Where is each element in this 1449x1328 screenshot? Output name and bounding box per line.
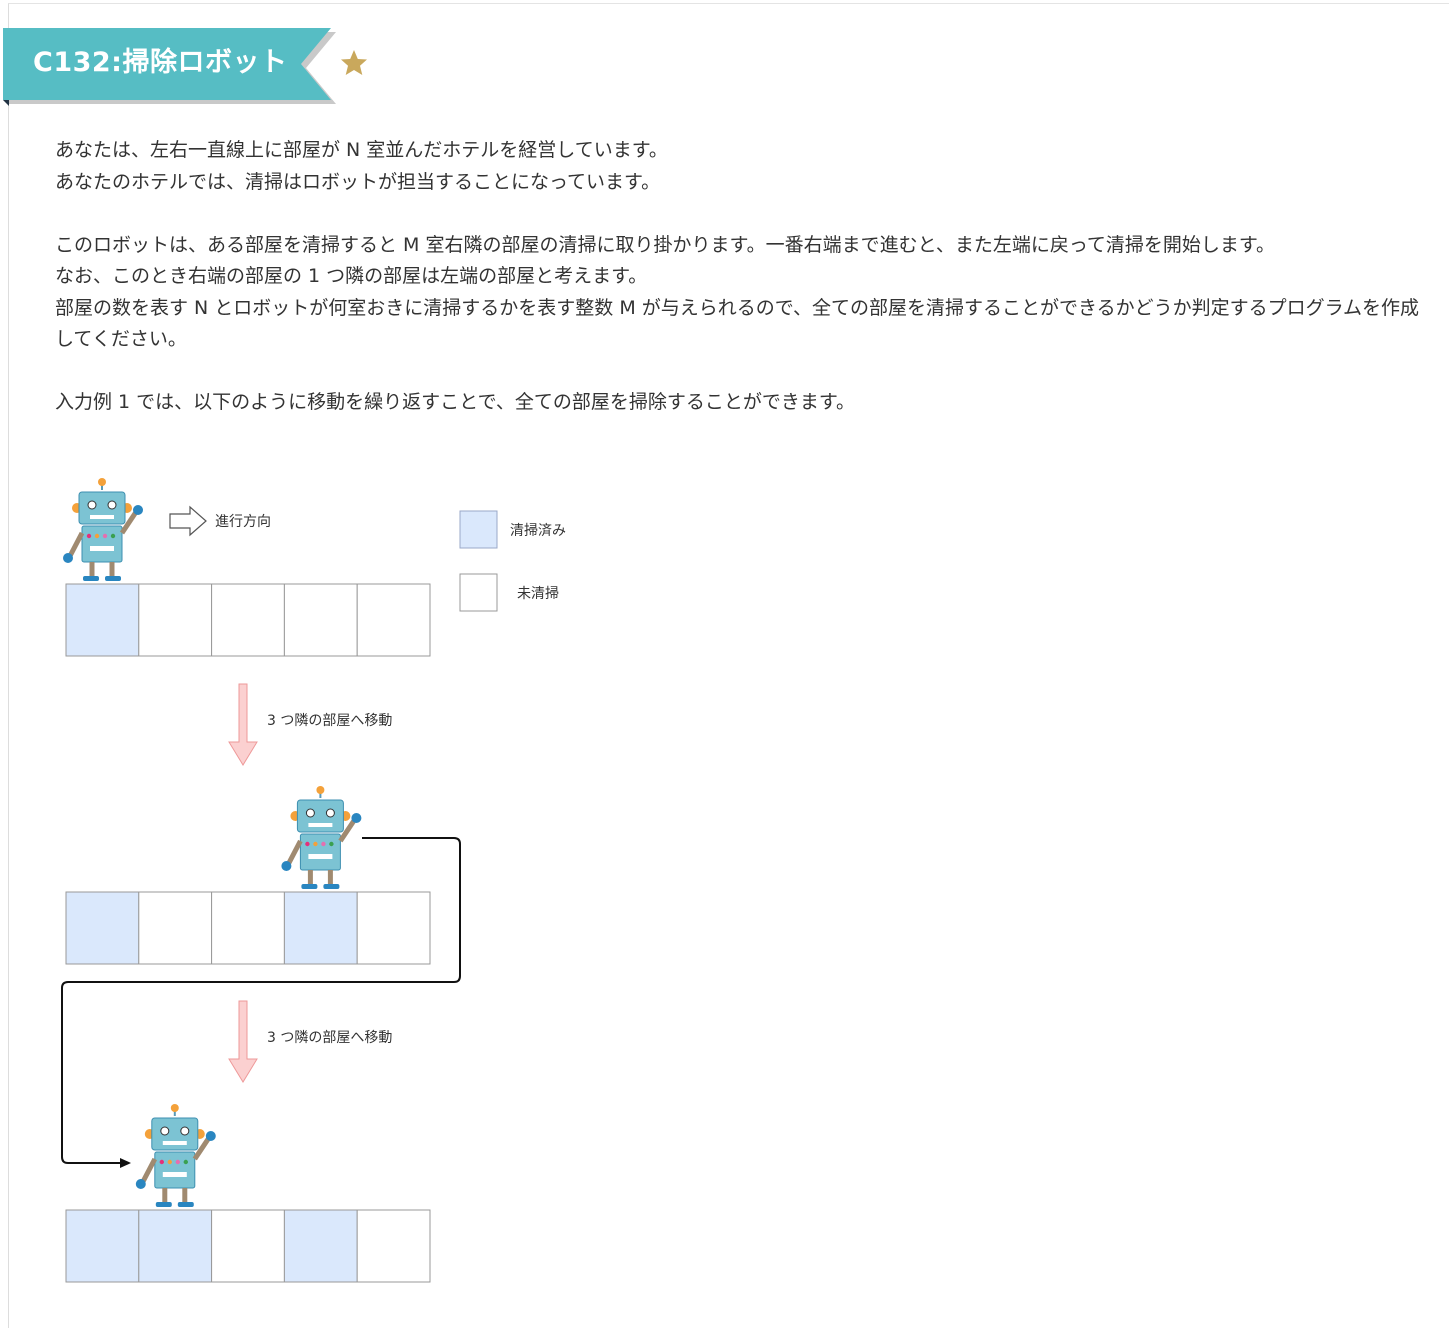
title-banner: C132:掃除ロボット <box>3 28 336 106</box>
down-arrow-icon <box>228 683 258 766</box>
room-row <box>65 1104 431 1283</box>
legend-uncleaned-swatch <box>459 573 498 612</box>
problem-statement: あなたは、左右一直線上に部屋が N 室並んだホテルを経営しています。 あなたのホ… <box>55 135 1425 419</box>
statement-line: 入力例 1 では、以下のように移動を繰り返すことで、全ての部屋を掃除することがで… <box>55 391 855 413</box>
move-label: 3 つ隣の部屋へ移動 <box>267 1030 392 1046</box>
statement-line: あなたは、左右一直線上に部屋が N 室並んだホテルを経営しています。 <box>55 139 668 161</box>
problem-title: C132:掃除ロボット <box>33 47 288 78</box>
direction-label: 進行方向 <box>215 514 271 530</box>
star-icon <box>341 50 367 75</box>
banner-ribbon <box>3 28 336 106</box>
room-cleaned <box>65 1209 140 1283</box>
room-cleaned <box>138 1209 213 1283</box>
room-uncleaned <box>283 583 358 657</box>
robot-icon <box>63 478 143 581</box>
room-uncleaned <box>211 891 285 965</box>
room-cleaned <box>283 891 358 965</box>
statement-line: あなたのホテルでは、清掃はロボットが担当することになっています。 <box>55 170 661 193</box>
wrap-around-path <box>61 837 461 1164</box>
room-cleaned <box>65 891 140 965</box>
room-uncleaned <box>356 1209 431 1283</box>
room-uncleaned <box>356 891 431 965</box>
robot-icon <box>281 786 361 889</box>
room-uncleaned <box>211 583 285 657</box>
room-cleaned <box>283 1209 358 1283</box>
arrowhead-icon <box>120 1158 131 1168</box>
down-arrow-icon <box>228 1000 258 1083</box>
room-uncleaned <box>138 891 213 965</box>
statement-line: 部屋の数を表す N とロボットが何室おきに清掃するかを表す整数 M が与えられる… <box>55 296 1420 351</box>
legend-cleaned-swatch <box>459 510 498 549</box>
statement-line: なお、このとき右端の部屋の 1 つ隣の部屋は左端の部屋と考えます。 <box>55 265 648 287</box>
move-label: 3 つ隣の部屋へ移動 <box>267 713 392 729</box>
room-row <box>65 786 431 965</box>
room-uncleaned <box>138 583 213 657</box>
direction-arrow-icon <box>169 505 207 537</box>
room-row <box>63 478 431 657</box>
room-cleaned <box>65 583 140 657</box>
content-frame <box>8 3 1449 1328</box>
legend-cleaned-label: 清掃済み <box>510 522 566 539</box>
room-uncleaned <box>356 583 431 657</box>
legend-uncleaned-label: 未清掃 <box>517 585 559 602</box>
robot-icon <box>136 1104 216 1207</box>
statement-line: このロボットは、ある部屋を清掃すると M 室右隣の部屋の清掃に取り掛かります。一… <box>55 233 1275 256</box>
room-uncleaned <box>211 1209 285 1283</box>
